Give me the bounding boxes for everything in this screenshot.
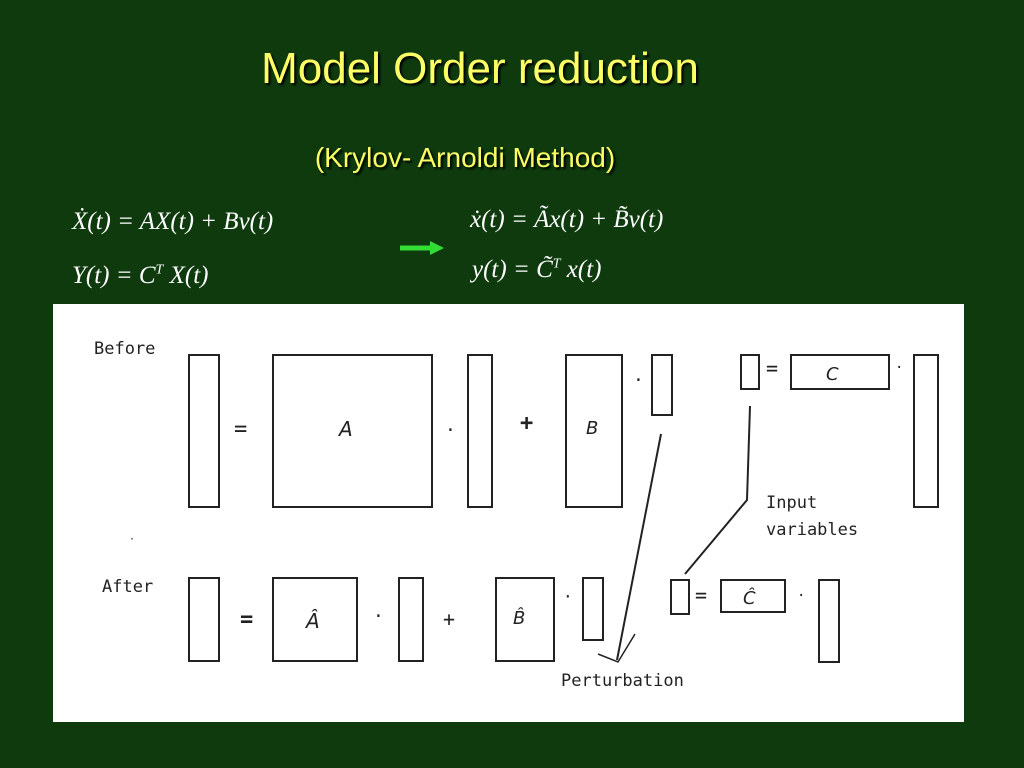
reduced-output-rhs: x(t) <box>560 256 602 283</box>
perturbation-bracket <box>597 633 636 663</box>
before-state-derivative-vector <box>188 354 220 508</box>
matrix-B-label: B <box>586 418 598 439</box>
after-state-derivative-vector <box>188 577 220 662</box>
matrix-C-label: C <box>826 364 839 385</box>
before-output-equals: = <box>766 356 778 380</box>
reduced-state-equation: ẋ(t) = Ãx(t) + B̃v(t) <box>470 206 664 233</box>
matrix-C-hat-label: Ĉ <box>743 587 756 609</box>
reduced-output-transpose: T <box>552 256 561 272</box>
reduced-output-equation: y(t) = C̃T x(t) <box>472 256 602 284</box>
full-output-transpose: T <box>155 262 164 278</box>
before-input-vector <box>651 354 673 416</box>
before-matrix-A <box>272 354 433 508</box>
slide-subtitle: (Krylov- Arnoldi Method) <box>314 142 616 173</box>
right-arrow-icon <box>400 241 444 255</box>
full-output-lhs: Y(t) = C <box>72 262 156 289</box>
perturbation-label: Perturbation <box>561 671 684 691</box>
full-state-equation: Ẋ(t) = AX(t) + Bv(t) <box>72 208 274 235</box>
matrix-B-hat-label: B̂ <box>513 608 525 629</box>
full-output-rhs: X(t) <box>163 262 209 289</box>
input-variables-pointer-line <box>684 405 751 575</box>
after-output-vector <box>670 579 690 615</box>
before-dot-2: · <box>633 370 644 391</box>
after-dot-2: · <box>563 587 573 606</box>
matrix-diagram-panel: Before = A · + B · = C · Input variables… <box>53 304 964 722</box>
after-equals: = <box>240 607 253 632</box>
before-output-state-vector <box>913 354 939 508</box>
full-output-equation: Y(t) = CT X(t) <box>72 262 208 290</box>
before-state-vector <box>467 354 493 508</box>
after-matrix-B-hat <box>495 577 555 662</box>
input-variables-label-line2: variables <box>766 520 858 540</box>
reduced-output-lhs: y(t) = C̃ <box>472 256 553 283</box>
matrix-diagram: Before = A · + B · = C · Input variables… <box>94 339 939 691</box>
before-plus: + <box>520 411 533 436</box>
before-dot-3: · <box>895 360 903 376</box>
after-input-vector <box>582 577 604 641</box>
perturbation-pointer-line <box>616 433 662 661</box>
before-equals: = <box>234 417 247 442</box>
after-dot-3: · <box>797 588 805 604</box>
after-label: After <box>102 577 153 597</box>
before-matrix-C <box>790 354 890 390</box>
after-output-state-vector <box>818 579 840 663</box>
before-output-vector <box>740 354 760 390</box>
input-variables-label-line1: Input <box>766 493 817 513</box>
before-label: Before <box>94 339 155 359</box>
before-matrix-B <box>565 354 623 508</box>
after-output-equals: = <box>695 583 707 607</box>
before-dot-1: · <box>445 420 456 441</box>
after-matrix-C-hat <box>720 579 786 613</box>
after-state-vector <box>398 577 424 662</box>
after-plus: + <box>443 607 455 631</box>
slide-title: Model Order reduction <box>261 44 699 93</box>
matrix-A-label: A <box>337 417 353 441</box>
after-dot-1: · <box>373 606 384 627</box>
stray-dot: · <box>129 534 135 545</box>
after-matrix-A-hat <box>272 577 358 662</box>
matrix-A-hat-label: Â <box>304 609 320 633</box>
